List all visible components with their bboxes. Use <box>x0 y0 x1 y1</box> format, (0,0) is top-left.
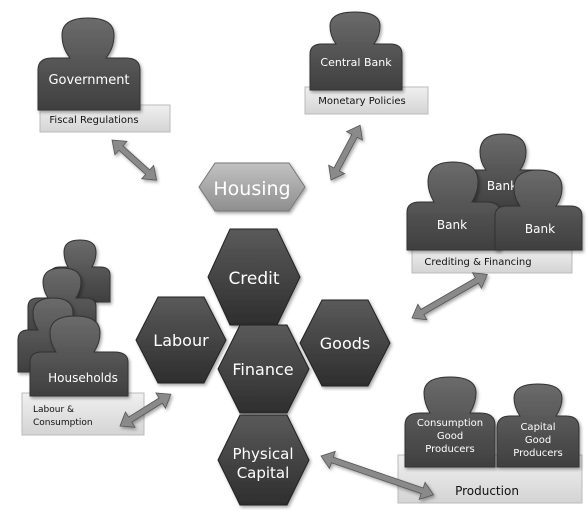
person-icon <box>406 161 501 251</box>
labour-label: Labour <box>153 331 209 350</box>
physical-capital-hexagon: Physical Capital <box>217 414 310 506</box>
goods-label: Goods <box>320 334 370 353</box>
consumption-producers-label-line1: Consumption <box>417 418 483 429</box>
person-icon <box>37 17 141 111</box>
government-actor: Government Fiscal Regulations <box>37 17 171 133</box>
physical-capital-label-line2: Capital <box>237 464 290 482</box>
households-actor: Households Labour & Consumption <box>17 239 145 436</box>
capital-producers-label-line2: Good <box>525 435 551 446</box>
consumption-producers-label-line2: Good <box>437 431 463 442</box>
government-housing-arrow <box>111 139 158 181</box>
fiscal-regulations-label: Fiscal Regulations <box>49 115 138 126</box>
hexagon-cluster: Housing Credit Labour Goods Finance Phys… <box>135 162 391 506</box>
households-labour-arrow <box>119 392 172 428</box>
housing-hexagon: Housing <box>198 162 306 212</box>
person-icon <box>494 169 583 251</box>
production-label: Production <box>455 484 519 498</box>
person-icon <box>309 11 403 91</box>
goods-hexagon: Goods <box>299 299 391 387</box>
banks-goods-arrow <box>411 272 488 321</box>
consumption-producers-label-line3: Producers <box>425 444 475 455</box>
producers-actor: Consumption Good Producers Capital Good … <box>397 376 583 504</box>
banks-panel <box>411 247 573 274</box>
credit-hexagon: Credit <box>207 228 301 326</box>
labour-hexagon: Labour <box>135 296 227 384</box>
housing-label: Housing <box>213 178 290 200</box>
person-icon <box>496 383 580 468</box>
capital-producers-label-line1: Capital <box>520 422 555 433</box>
bank-label-top: Bank <box>487 179 517 193</box>
labour-consumption-label-line2: Consumption <box>33 418 93 428</box>
central-bank-housing-arrow <box>328 124 363 181</box>
credit-label: Credit <box>228 269 279 289</box>
capital-producers-label-line3: Producers <box>513 448 563 459</box>
crediting-financing-label: Crediting & Financing <box>424 257 531 268</box>
labour-consumption-label-line1: Labour & <box>33 405 74 415</box>
monetary-policies-label: Monetary Policies <box>318 96 405 107</box>
banks-actor: Bank Bank Bank Crediting & Financing <box>406 133 583 274</box>
central-bank-label: Central Bank <box>320 56 392 69</box>
bank-label-right: Bank <box>525 222 555 236</box>
physical-capital-production-arrow <box>320 450 435 500</box>
physical-capital-label-line1: Physical <box>232 445 293 463</box>
central-bank-panel <box>304 86 429 115</box>
bank-label-left: Bank <box>437 218 467 232</box>
finance-hexagon: Finance <box>217 324 310 414</box>
government-label: Government <box>48 73 129 88</box>
central-bank-actor: Central Bank Monetary Policies <box>304 11 429 115</box>
households-label: Households <box>48 371 118 385</box>
finance-label: Finance <box>232 360 293 379</box>
person-icon <box>29 315 129 397</box>
person-icon <box>404 376 496 468</box>
